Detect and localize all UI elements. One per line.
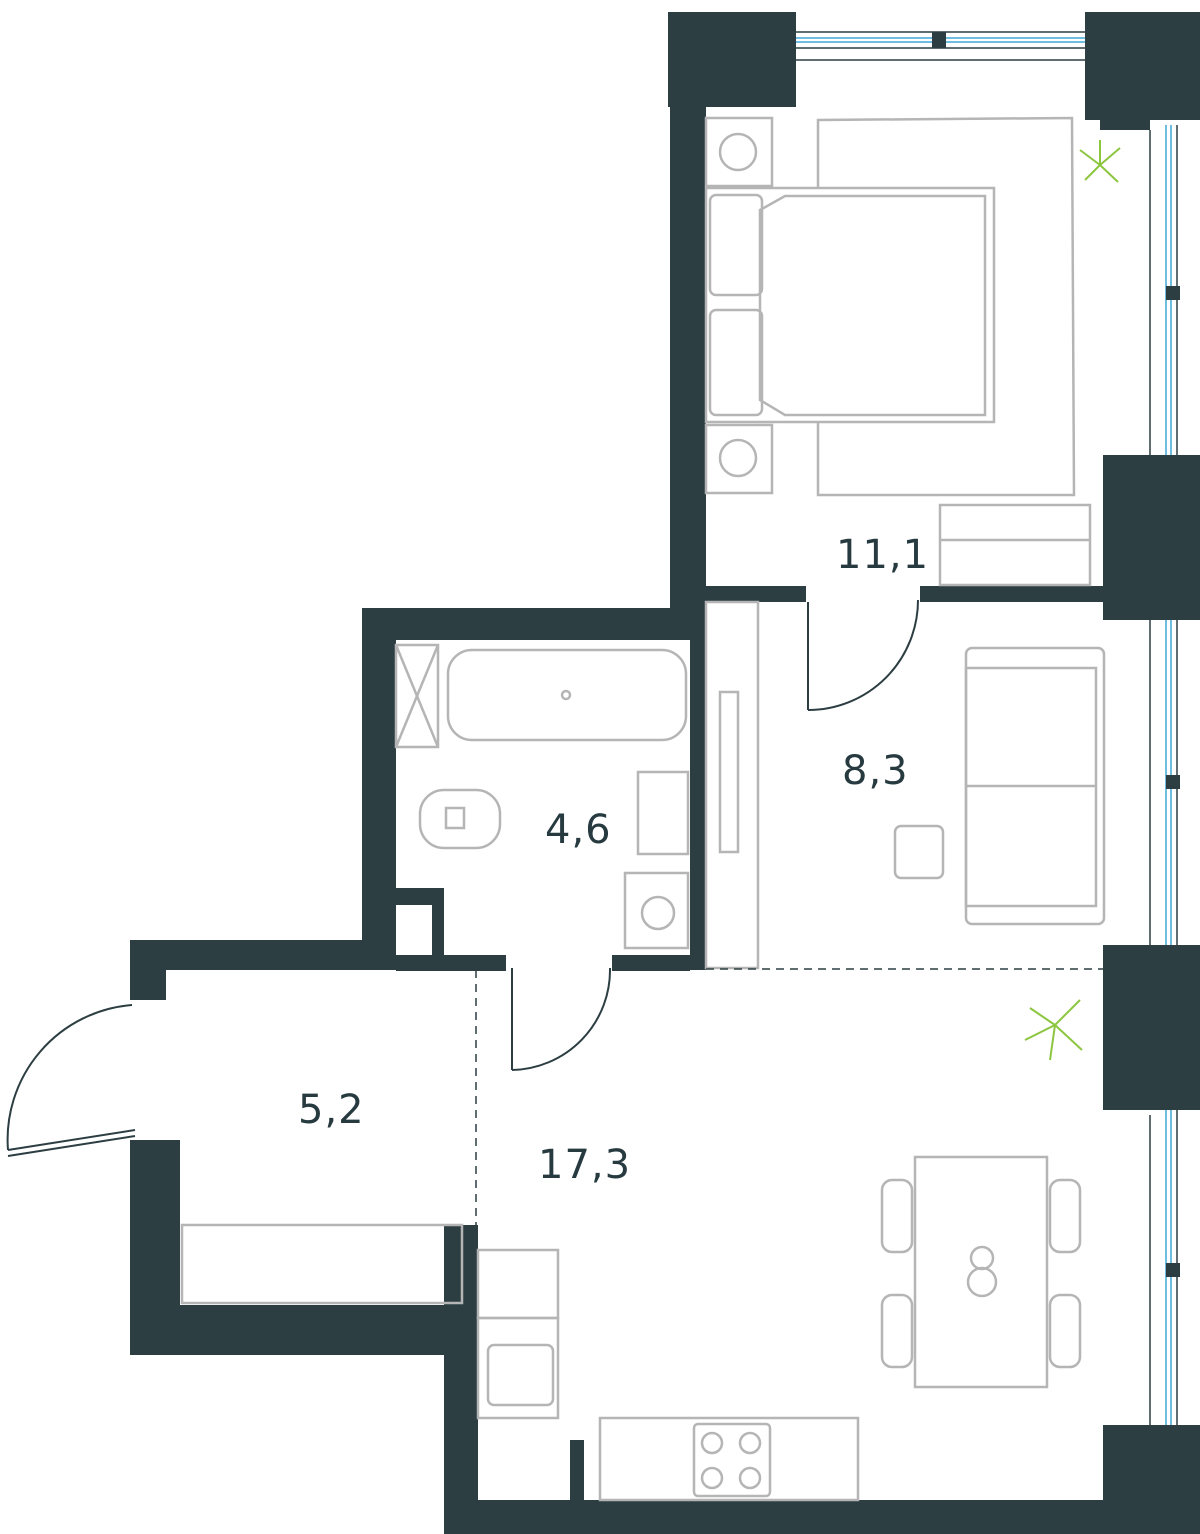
- room-area-hall: 5,2: [298, 1087, 365, 1133]
- room-area-bedroom: 11,1: [836, 532, 929, 578]
- windows: [790, 31, 1180, 1425]
- plant-icon: [1024, 999, 1083, 1061]
- kitchen-furniture: [476, 1155, 1082, 1502]
- room-area-kitchen: 17,3: [538, 1142, 631, 1188]
- room-area-living: 8,3: [842, 748, 909, 794]
- room-area-bathroom: 4,6: [545, 807, 612, 853]
- hall-furniture: [180, 1223, 464, 1305]
- bedroom-furniture: [704, 116, 1092, 587]
- living-furniture: [704, 600, 1106, 970]
- walls: [130, 12, 1200, 1534]
- plant-icon: [1079, 140, 1121, 183]
- bathroom-fixtures: [394, 643, 690, 950]
- doors: [6, 599, 919, 1157]
